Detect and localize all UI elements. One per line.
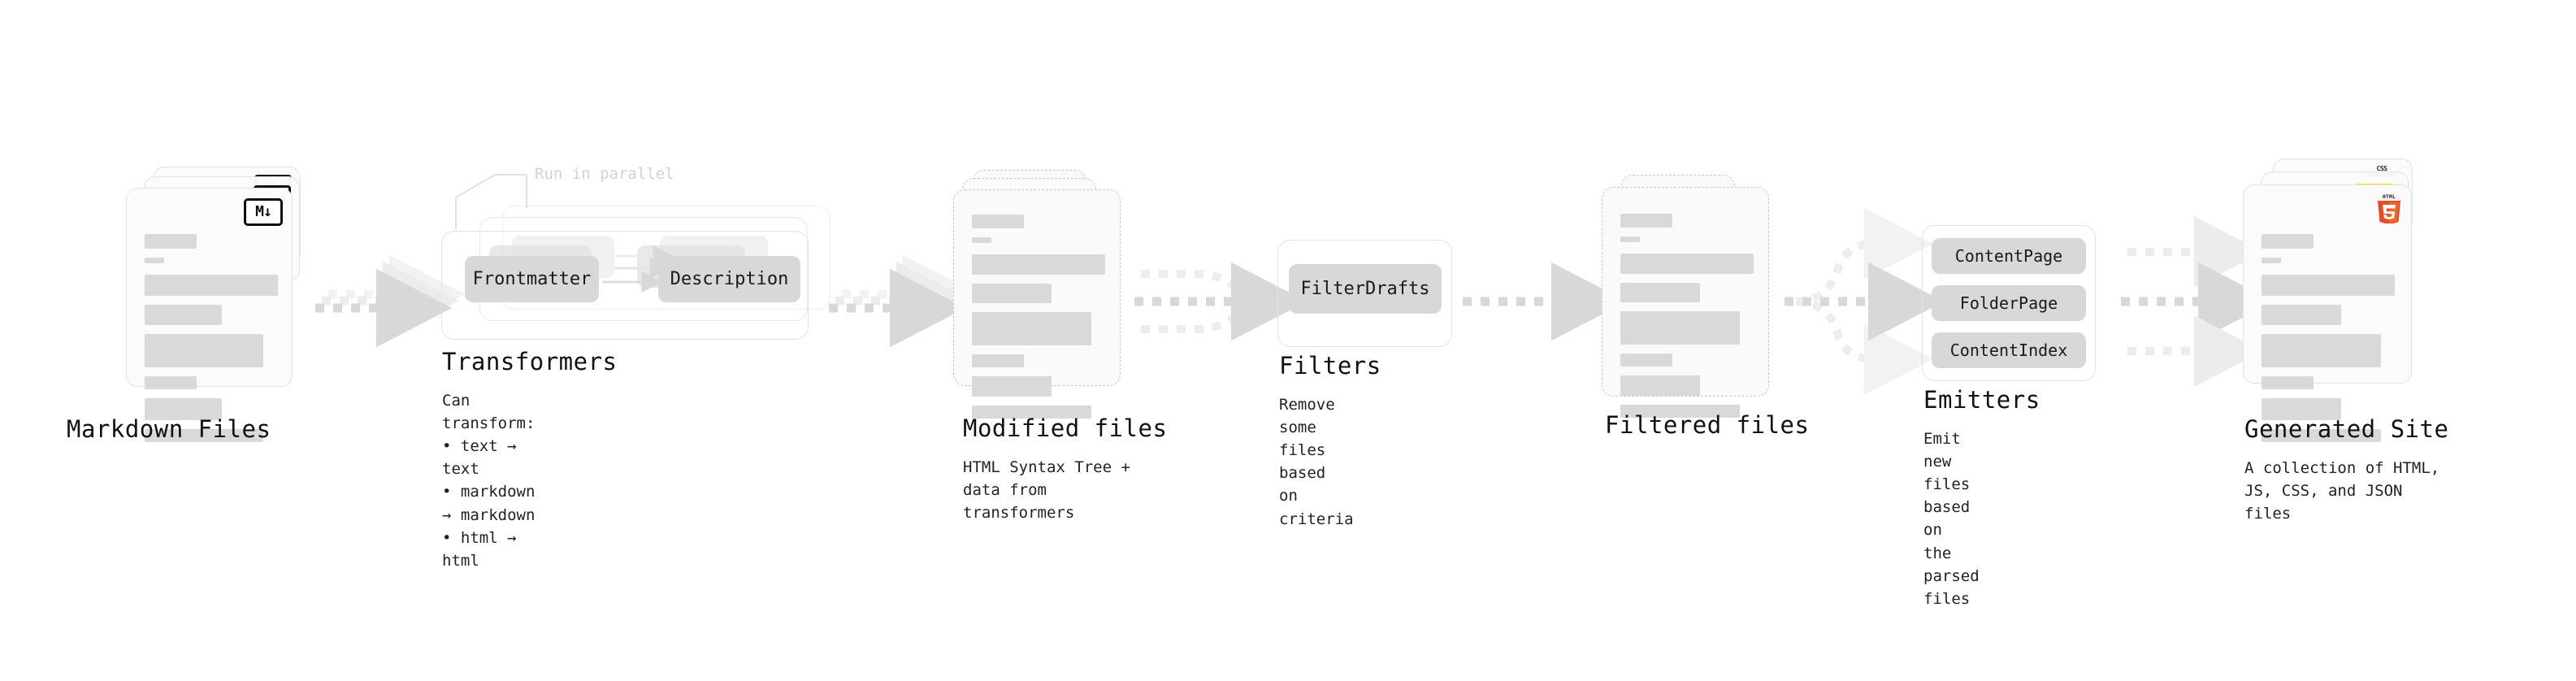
connector-markdown-to-transformers [315,254,466,348]
modified-file-card-front [953,189,1121,419]
connector-emitters-to-site [2121,216,2275,387]
content-bar [2262,275,2395,296]
content-bar [145,334,263,367]
modified-file-bars [972,215,1105,427]
content-bar [972,237,991,243]
modified-file-stack [943,167,1138,419]
markdown-icon-glyph: M↓ [255,203,272,220]
content-bar [972,406,1091,419]
filter-pill-filterdrafts[interactable]: FilterDrafts [1289,264,1442,314]
content-bar [1620,405,1740,418]
content-bar [1620,214,1672,228]
svg-text:HTML: HTML [2383,194,2396,200]
content-bar [145,234,197,249]
content-bar [2262,234,2314,249]
content-bar [2262,258,2281,263]
stage-title-emitters: Emitters [1923,386,2040,414]
markdown-file-card-front: M↓ [126,188,293,442]
stage-markdown-files: M↓ M↓ M↓ [67,167,321,443]
connector-transformers-to-modified [829,254,979,348]
content-bar [972,215,1024,228]
generated-site-bars [2262,234,2395,451]
generated-site-card-front: HTML [2243,184,2412,442]
stage-title-generated-site: Generated Site [2244,415,2449,443]
transformer-pill-description[interactable]: Description [658,256,800,302]
stage-title-filters: Filters [1279,352,1381,380]
generated-site-stack: CSS HTML [2243,158,2454,442]
stage-filtered-files: Filtered files [1593,175,1809,439]
content-bar [145,398,222,420]
stage-desc-modified-files: HTML Syntax Tree + data from transformer… [963,458,1130,523]
stage-desc-transformers: Can transform: • text → text • markdown … [442,392,536,570]
content-bar [2262,429,2381,442]
stage-title-transformers: Transformers [442,348,618,375]
content-bar [972,354,1024,367]
markdown-file-stack: M↓ M↓ M↓ [126,167,321,442]
content-bar [972,284,1052,303]
content-bar [1620,254,1754,274]
content-bar [972,376,1052,397]
connector-modified-to-filters [1134,262,1308,341]
content-bar [145,275,278,296]
transformer-group-front [441,231,809,340]
emitter-pill-contentpage[interactable]: ContentPage [1932,238,2086,274]
stage-desc-filters: Remove some files based on criteria [1279,396,1354,528]
emitter-group-box [1922,225,2096,381]
filtered-file-bars [1620,214,1754,427]
markdown-icon: M↓ [244,198,283,226]
markdown-file-bars [145,234,278,451]
content-bar [2262,305,2341,325]
css-icon-label: CSS [2376,165,2387,172]
stage-title-filtered-files: Filtered files [1605,411,1810,439]
content-bar [145,305,222,325]
stage-modified-files: Modified files HTML Syntax Tree + data f… [943,167,1167,522]
content-bar [972,254,1105,275]
content-bar [1620,375,1700,396]
stage-desc-emitters: Emit new files based on the parsed files [1923,430,1980,608]
stage-title-markdown-files: Markdown Files [67,415,271,443]
connector-filtered-to-emitters [1785,208,1945,395]
emitter-pill-folderpage[interactable]: FolderPage [1932,285,2086,321]
content-bar [1620,311,1740,345]
content-bar [2262,376,2314,389]
content-bar [2262,398,2341,420]
content-bar [1620,354,1672,367]
content-bar [972,312,1091,345]
stage-title-modified-files: Modified files [963,414,1168,442]
emitter-pill-contentindex[interactable]: ContentIndex [1932,332,2086,368]
stage-generated-site: CSS HTML [2243,158,2454,523]
content-bar [145,258,164,263]
content-bar [1620,236,1640,242]
content-bar [145,429,263,442]
filter-group-box [1277,240,1452,347]
run-in-parallel-label: Run in parallel [535,165,674,183]
filtered-file-card-front [1602,187,1769,418]
content-bar [1620,283,1700,302]
transformer-pill-frontmatter[interactable]: Frontmatter [465,256,599,302]
content-bar [2262,334,2381,367]
content-bar [145,376,197,389]
stage-desc-generated-site: A collection of HTML, JS, CSS, and JSON … [2244,459,2440,523]
html5-icon: HTML [2378,194,2400,223]
filtered-file-stack [1593,175,1788,418]
